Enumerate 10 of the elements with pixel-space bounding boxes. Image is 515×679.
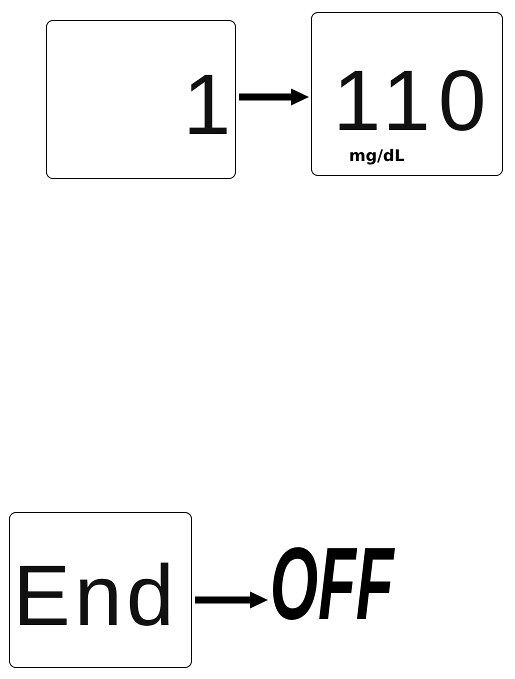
- arrow: [195, 592, 268, 608]
- lcd-reading: 110: [333, 58, 494, 144]
- lcd-screen: [46, 20, 236, 179]
- segment-lcd-text: OFF: [270, 532, 394, 635]
- lcd-screen: [311, 12, 503, 176]
- arrow: [239, 88, 309, 106]
- lcd-screen: [9, 512, 192, 668]
- unit-label: mg/dL: [349, 148, 405, 164]
- lcd-digit: 1: [183, 62, 231, 148]
- lcd-text: End: [13, 553, 178, 639]
